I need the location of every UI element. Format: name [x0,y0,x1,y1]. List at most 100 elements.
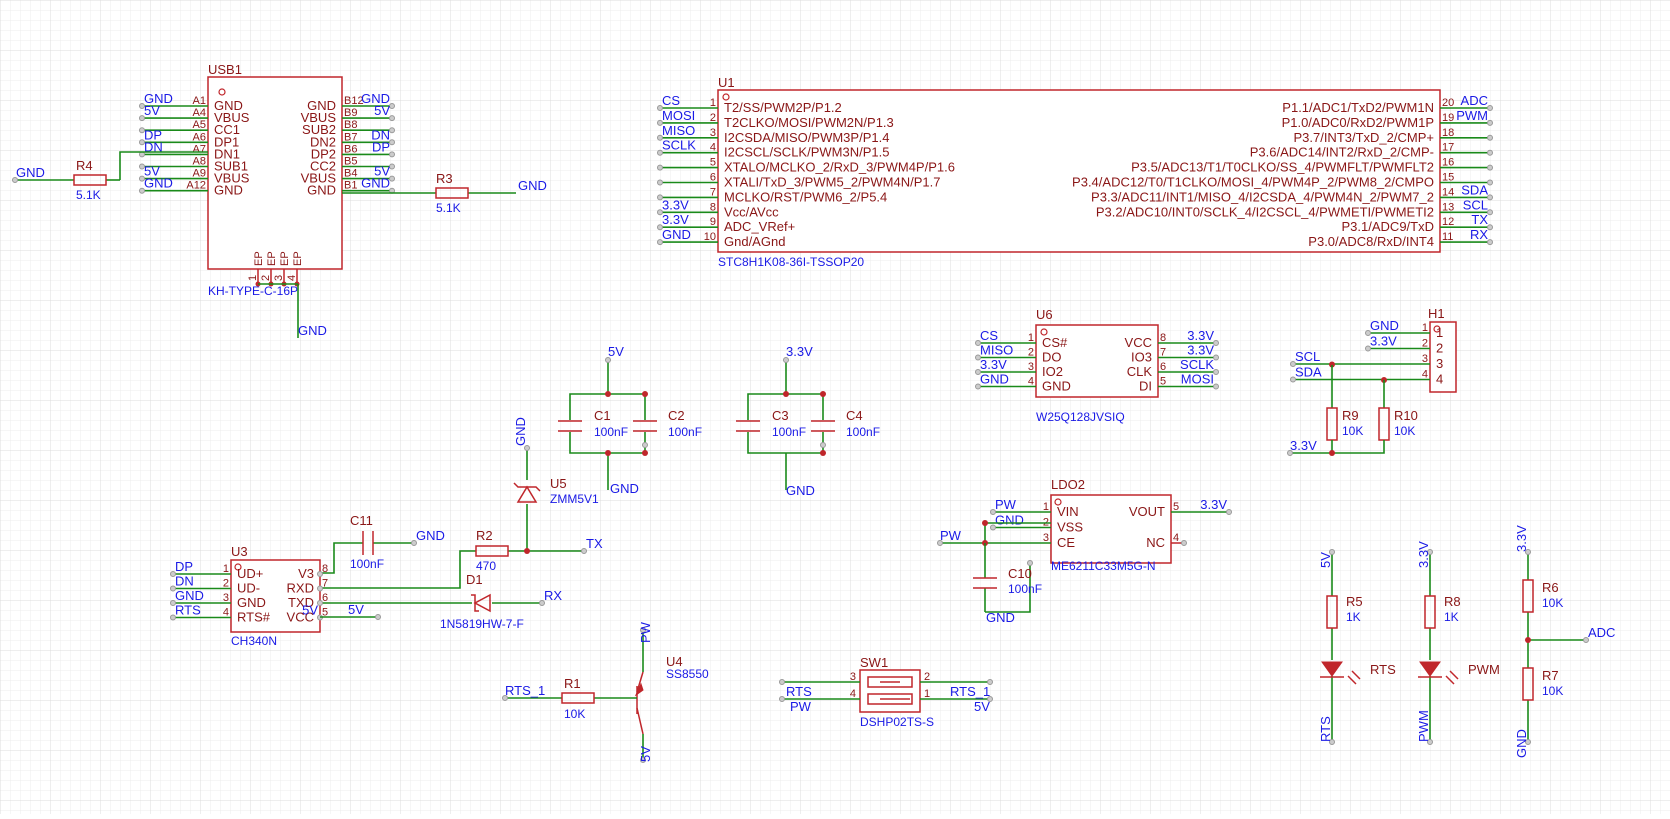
usb1-pins-pin-number: A12 [186,180,206,192]
usb1-body [207,76,343,270]
r4-resistor[interactable]: GND R4 5.1K [12,158,121,202]
c10-capacitor[interactable]: C10 100nF GND [973,543,1042,625]
u1-pins-net-label: SCLK [662,138,696,153]
usb1-pins-pin-name: VBUS [214,110,250,125]
u5-zener[interactable]: GND U5 ZMM5V1 [513,417,599,551]
u1-pins-net-label: SCL [1463,197,1488,212]
usb1-pins-pin-name: GND [307,183,336,198]
u1-pins-net-label: ADC [1461,93,1488,108]
usb1-pins-pin-number: A1 [193,95,206,107]
u1-pins-pin-number: 6 [710,172,716,184]
usb1-pins-end-B6 [389,151,395,158]
u6-pins-end-5 [1213,383,1219,390]
usb1-ep-net: GND [298,323,327,338]
h1-body [1429,321,1457,393]
usb1-pins-pin-number: B9 [344,107,357,119]
led-pwm-branch[interactable]: 3.3V PWM R8 1K PWM [1416,541,1500,745]
u6-pins-net-label: CS [980,328,998,343]
pullup-bottom-wire [1331,440,1385,454]
d1-schottky[interactable]: D1 1N5819HW-7-F RX [320,572,562,631]
u1-pins-end-6 [657,179,663,186]
usb1-pins-pin-name: DP1 [214,134,239,149]
r8-top-net: 3.3V [1416,541,1431,568]
sw1-designator: SW1 [860,655,888,670]
u1-pins-end-12 [1487,224,1493,231]
usb1-pins-pin-name: DN2 [310,134,336,149]
u1-pins-net-label: TX [1471,212,1488,227]
u4-transistor[interactable]: PW 5V U4 SS8550 [634,621,709,763]
usb1-pins-pin-number: B1 [344,180,357,192]
usb1-pins-net-label: GND [144,176,173,191]
sw1-end [779,696,785,702]
adc-net: ADC [1588,625,1615,640]
c12-top-net: 5V [608,344,624,359]
r2-net: TX [586,536,603,551]
u6-pins-net-label: 3.3V [980,357,1007,372]
r8-value: 1K [1444,610,1459,624]
u1-pins-net-label: 3.3V [662,197,689,212]
usb1-pins-pin-number: A6 [193,131,206,143]
u1-pins-end-16 [1487,164,1493,171]
r8-bottom-net: PWM [1416,710,1431,742]
u1-pins-net-label: PWM [1456,108,1488,123]
c1-c2-decoupling[interactable]: 5V GND C1 100nF C2 100nF [558,344,702,496]
usb1-pins-net-label: 5V [374,103,390,118]
u1-pins-pin-number: 4 [710,142,716,154]
c11-capacitor[interactable]: C11 100nF GND [320,513,445,574]
u6-pins-pin-number: 2 [1028,347,1034,359]
u1-pins-pin-name: XTALO/MCLKO_2/RxD_3/PWM4P/P1.6 [724,160,955,175]
h1-pin-number-outer: 2 [1422,338,1428,350]
c3-c4-decoupling[interactable]: 3.3V GND C3 100nF C4 100nF [736,344,880,498]
ldo2-nc-name: NC [1146,535,1165,550]
sw1-value: DSHP02TS-S [860,715,934,729]
u6-pins-end-1 [975,340,981,346]
u3-pins-net-label: GND [175,588,204,603]
usb1-pins-end-B7 [389,139,395,146]
usb1-pins-end-B4 [389,175,395,182]
h1-end-1 [1365,330,1371,336]
ldo2-value: ME6211C33M5G-N [1051,559,1155,573]
usb1-pins-end-A1 [139,103,145,109]
usb1-pins-pin-name: VBUS [301,110,337,125]
usb1-pins-pin-number: A7 [193,143,206,155]
u1-pins-pin-number: 2 [710,112,716,124]
usb1-pins-pin-name: SUB1 [214,159,248,174]
u3-pins-end-1 [170,571,176,577]
usb1-pins-end-B9 [389,115,395,122]
u1-pins-net-label: CS [662,93,680,108]
r2-resistor[interactable]: R2 470 TX [320,528,603,589]
usb1-ep-name: EP [292,251,304,266]
led-rts-branch[interactable]: 5V RTS R5 1K RTS [1318,549,1396,745]
usb1-pins-pin-number: B4 [344,168,357,180]
u1-pins-end-3 [657,134,663,141]
r9-designator: R9 [1342,408,1359,423]
ldo2-pins-pin-name: VIN [1057,504,1079,519]
u1-pins-end-14 [1487,194,1493,201]
u3-pins-pin-number: 6 [322,592,328,604]
ldo2-pw-net: PW [940,528,962,543]
u6-pins-pin-name: GND [1042,379,1071,394]
u3-pins-pin-number: 1 [223,563,229,575]
usb1-pins-pin-name: SUB2 [302,122,336,137]
r4-endpoint [12,177,18,183]
u6-pins-pin-name: CS# [1042,335,1068,350]
adc-divider[interactable]: 3.3V GND ADC R6 10K R7 10K [1514,525,1615,758]
h1-net-label: 3.3V [1370,334,1397,349]
u1-pins-pin-name: P3.5/ADC13/T1/T0CLKO/SS_4/PWMFLT/PWMFLT2 [1131,160,1434,175]
u3-designator: U3 [231,544,248,559]
r3-resistor[interactable]: R3 5.1K GND [342,171,547,215]
r1-resistor[interactable]: RTS_1 R1 10K [502,676,638,721]
u6-pins-net-label: GND [980,372,1009,387]
u6-pins-end-4 [975,383,981,390]
u6-pins-net-label: 3.3V [1187,343,1214,358]
u6-pins-pin-name: IO3 [1131,350,1152,365]
